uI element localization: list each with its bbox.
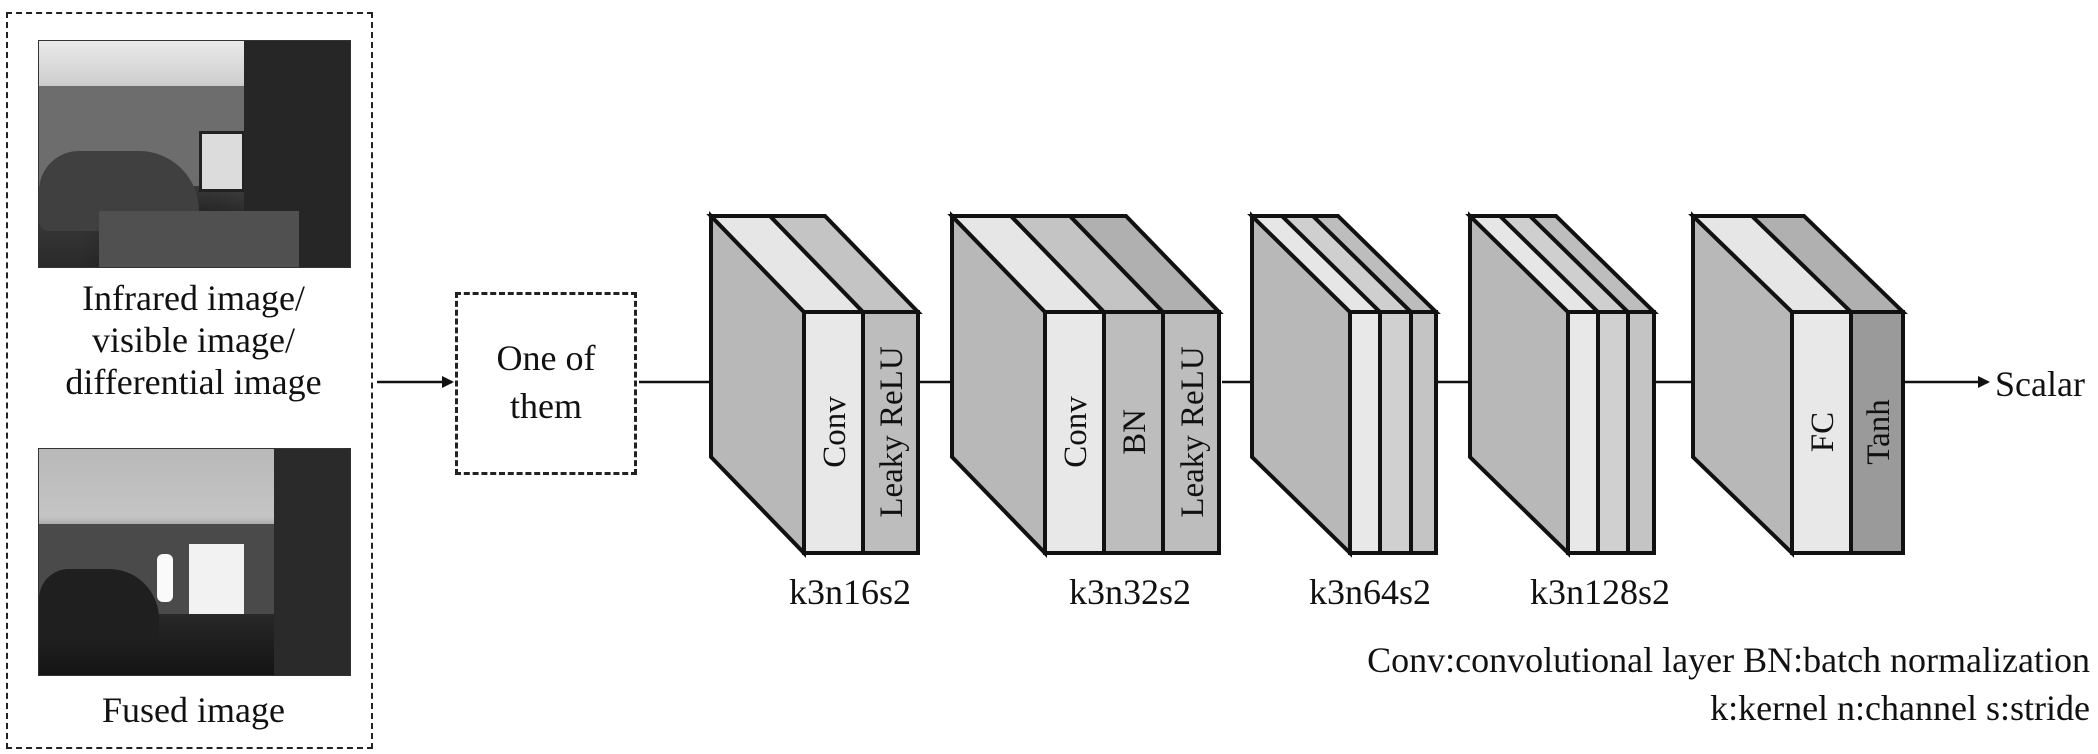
layer-fc [1790,310,1853,555]
bush-shape [39,569,159,639]
top-caption-line1: Infrared image/ [82,278,305,318]
block-1-caption: k3n16s2 [788,572,911,612]
block-3 [1247,211,1441,558]
path-shape [99,211,299,267]
selector-label-line2: them [510,386,582,426]
output-label: Scalar [1995,364,2085,404]
layer-bn-label: BN [1117,409,1153,455]
layer-leaky-relu [861,310,920,555]
top-caption-line3: differential image [65,362,322,402]
block-4 [1465,211,1659,558]
layer-conv-label: Conv [1058,396,1094,468]
layer-tanh [1849,310,1905,555]
layer-fc-label: FC [1805,412,1841,452]
tree-shape [274,449,350,675]
layer-leaky-relu [1161,310,1221,555]
layer-slice [1378,310,1413,555]
top-caption-line2: visible image/ [92,320,295,360]
layer-tanh-label: Tanh [1861,399,1897,465]
legend-line1: Conv:convolutional layer BN:batch normal… [1367,640,2090,680]
doorway-shape [199,131,245,192]
block-2-caption: k3n32s2 [1068,572,1191,612]
input-panel [6,12,373,749]
layer-slice [1348,310,1382,555]
layer-conv [802,310,865,555]
selector-label-line1: One of [496,338,596,378]
layer-leaky-relu-label: Leaky ReLU [874,346,910,518]
person-shape [157,554,173,602]
layer-slice [1566,310,1600,555]
layer-conv-label: Conv [817,396,853,468]
layer-slice [1409,310,1438,555]
block-5: FC Tanh [1688,211,1908,558]
block-3-caption: k3n64s2 [1308,572,1431,612]
layer-conv [1043,310,1106,555]
doorway-shape [189,544,244,614]
layer-leaky-relu-label: Leaky ReLU [1175,346,1211,518]
legend-line2: k:kernel n:channel s:stride [1710,688,2090,728]
block-2: Conv BN Leaky ReLU [947,211,1224,558]
layer-slice [1596,310,1630,555]
block-1: Conv Leaky ReLU [706,211,923,558]
layer-slice [1626,310,1656,555]
bottom-caption: Fused image [102,690,285,730]
infrared-photo [38,40,351,268]
block-4-caption: k3n128s2 [1529,572,1670,612]
fused-photo [38,448,351,676]
selector-box [455,292,637,475]
